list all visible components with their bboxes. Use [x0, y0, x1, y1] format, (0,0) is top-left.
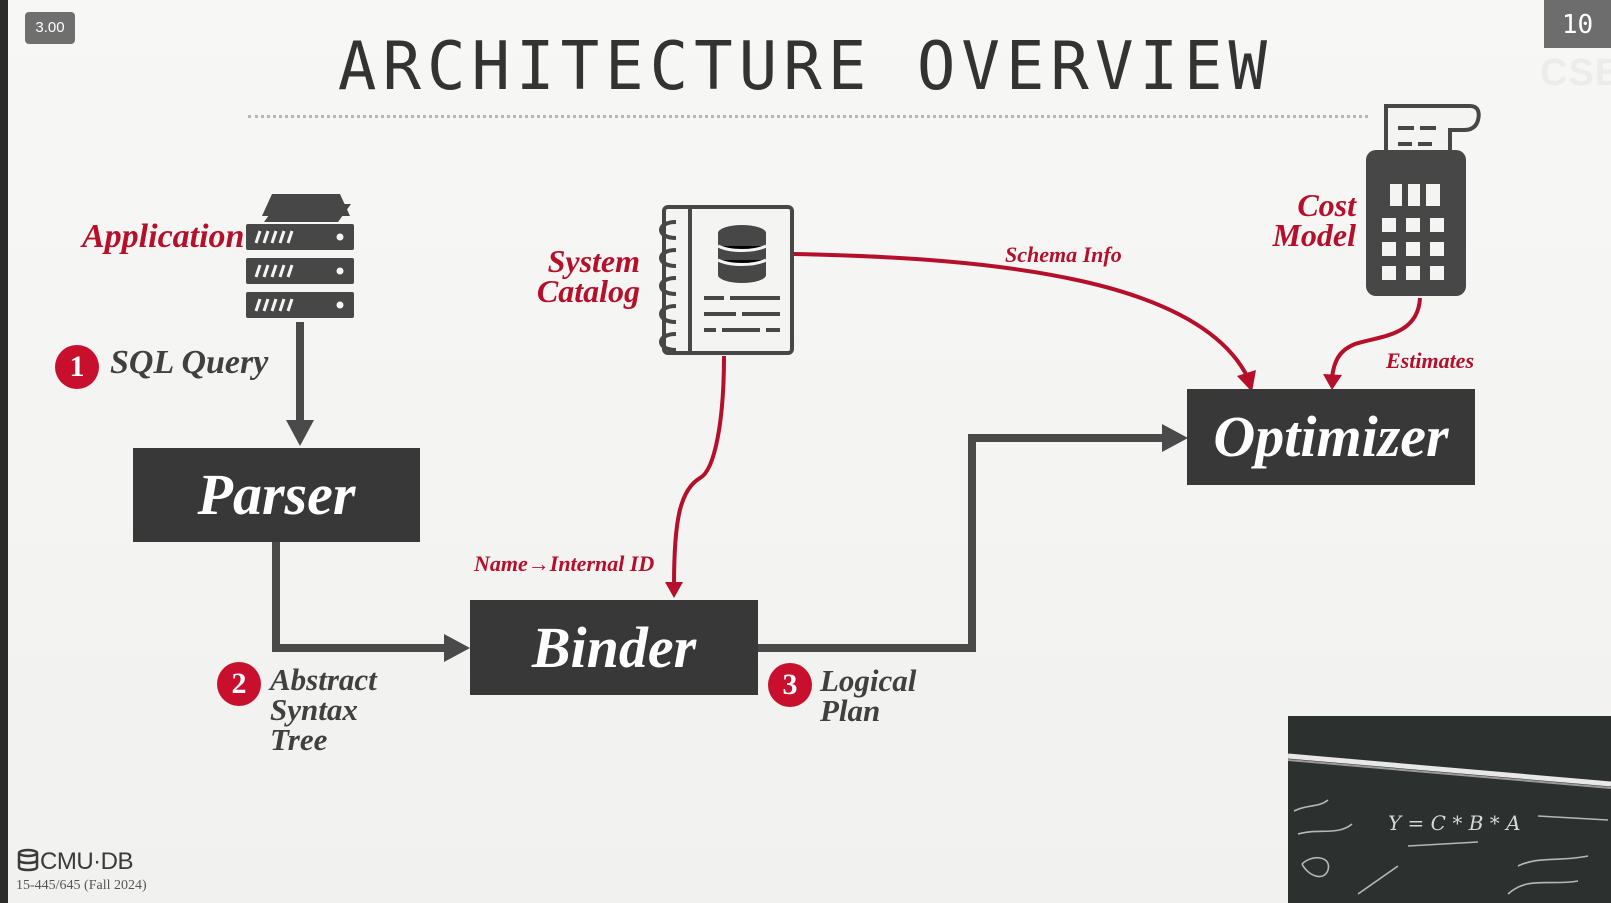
application-label: Application: [82, 218, 245, 255]
corner-tag: CSE: [1540, 52, 1611, 94]
title-divider: [248, 115, 1368, 118]
slide-number: 10: [1544, 0, 1611, 48]
cost-model-label: Cost Model: [1272, 187, 1356, 253]
name-internal-id-label: Name→Internal ID: [474, 551, 655, 576]
playback-speed-badge[interactable]: 3.00: [25, 12, 75, 44]
catalog-notebook-icon: [659, 205, 794, 355]
arrow-catalog-to-binder: [672, 355, 726, 587]
cmu-db-logo: CMU·DB: [16, 848, 134, 876]
step-3-label: Logical Plan: [820, 663, 917, 728]
step-3-badge: 3: [768, 663, 812, 707]
arrow-parser-to-binder: [272, 542, 448, 652]
schema-info-label: Schema Info: [1005, 242, 1122, 267]
cmu-db-logo-text: CMU·DB: [40, 848, 134, 875]
database-icon: [718, 225, 766, 283]
calculator-icon: [1366, 104, 1481, 296]
arrow-binder-to-optimizer: [758, 434, 1168, 652]
server-icon: [246, 194, 354, 318]
step-1-badge: 1: [55, 345, 99, 389]
course-label: 15-445/645 (Fall 2024): [16, 878, 147, 893]
parser-box: Parser: [133, 448, 420, 542]
webcam-video[interactable]: Y = C * B * A: [1288, 716, 1611, 903]
parser-label: Parser: [197, 462, 356, 527]
binder-box: Binder: [470, 600, 758, 695]
cmu-db-logo-icon: [17, 848, 39, 872]
left-edge-bar: [0, 0, 8, 903]
arrow-estimates: [1330, 297, 1422, 379]
system-catalog-label: System Catalog: [536, 243, 640, 309]
arrow-schema-info: [793, 252, 1250, 379]
step-1-label: SQL Query: [110, 344, 269, 381]
chalkboard-image: Y = C * B * A: [1288, 716, 1611, 903]
binder-label: Binder: [531, 615, 697, 680]
estimates-label: Estimates: [1386, 348, 1475, 373]
step-2-label: Abstract Syntax Tree: [270, 662, 377, 757]
optimizer-box: Optimizer: [1187, 389, 1475, 485]
step-2-badge: 2: [217, 662, 261, 706]
optimizer-label: Optimizer: [1213, 404, 1449, 469]
chalk-equation: Y = C * B * A: [1388, 811, 1521, 835]
slide-title: ARCHITECTURE OVERVIEW: [337, 28, 1274, 106]
